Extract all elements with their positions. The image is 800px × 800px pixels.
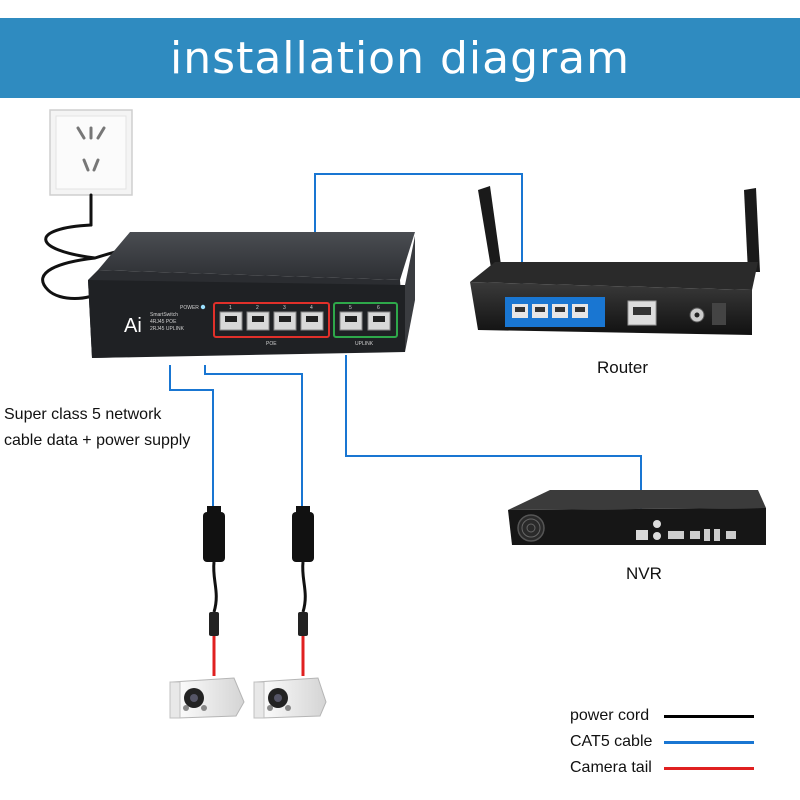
switch-model-line-1: SmartSwitch	[150, 312, 178, 318]
legend-label: Camera tail	[570, 759, 652, 776]
port-number: 5	[349, 305, 352, 311]
power-led-icon	[200, 304, 206, 310]
legend-item-cat5-cable: CAT5 cable	[570, 729, 754, 755]
legend-swatch	[664, 766, 754, 770]
router-label: Router	[597, 358, 648, 377]
port-number: 6	[377, 305, 380, 311]
cable-switch-camera-1	[169, 365, 214, 512]
poe-splitter-1	[203, 512, 225, 562]
poe-switch: 1 2 3 4 5 6 POE UPLINK POWER Ai SmartSwi…	[88, 232, 415, 358]
legend-swatch	[664, 740, 754, 744]
port-number: 3	[283, 305, 286, 311]
poe-label: POE	[266, 341, 277, 347]
page-title: installation diagram	[170, 32, 630, 84]
switch-brand: Ai	[124, 315, 142, 337]
nvr	[508, 490, 766, 545]
power-label: POWER	[180, 305, 199, 311]
cable-switch-router	[314, 173, 523, 310]
port-number: 4	[310, 305, 313, 311]
router-antenna-left	[478, 186, 502, 274]
legend-label: power cord	[570, 707, 650, 724]
camera-2-assembly	[253, 506, 327, 719]
nvr-lan-port	[636, 530, 648, 540]
uplink-label: UPLINK	[355, 341, 374, 347]
legend-item-power-cord: power cord	[570, 703, 754, 729]
cable-description-line-2: cable data + power supply	[4, 432, 191, 449]
poe-splitter-2	[292, 512, 314, 562]
legend-swatch	[664, 714, 754, 718]
port-number: 1	[229, 305, 232, 311]
switch-model-line-2: 4RJ45 POE	[150, 319, 177, 325]
legend-item-camera-tail: Camera tail	[570, 755, 754, 781]
port-number: 2	[256, 305, 259, 311]
switch-model-line-3: 2RJ45 UPLINK	[150, 326, 185, 332]
router-antenna-right	[744, 188, 760, 272]
cable-description-line-1: Super class 5 network	[4, 406, 162, 423]
wall-socket	[49, 109, 133, 196]
uplink-ports-frame	[333, 302, 398, 338]
title-banner: installation diagram	[0, 18, 800, 98]
cable-switch-camera-2	[204, 365, 303, 512]
camera-2	[253, 677, 327, 719]
poe-ports-frame	[213, 302, 330, 338]
camera-1-assembly	[169, 506, 245, 719]
socket-holes-icon	[76, 126, 106, 172]
legend: power cord CAT5 cable Camera tail	[570, 703, 754, 781]
legend-label: CAT5 cable	[570, 733, 653, 750]
camera-1	[169, 677, 245, 719]
router	[470, 186, 760, 335]
nvr-label: NVR	[626, 564, 662, 583]
